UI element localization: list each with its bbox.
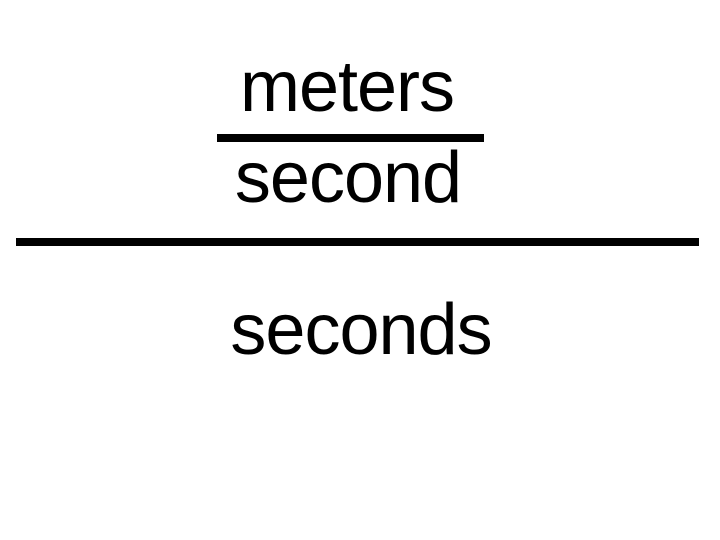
inner-numerator-text: meters [239,47,455,127]
inner-fraction-bar [217,134,484,142]
outer-fraction-bar [16,238,699,246]
outer-denominator-text: seconds [230,290,492,370]
inner-denominator-text: second [234,138,462,218]
